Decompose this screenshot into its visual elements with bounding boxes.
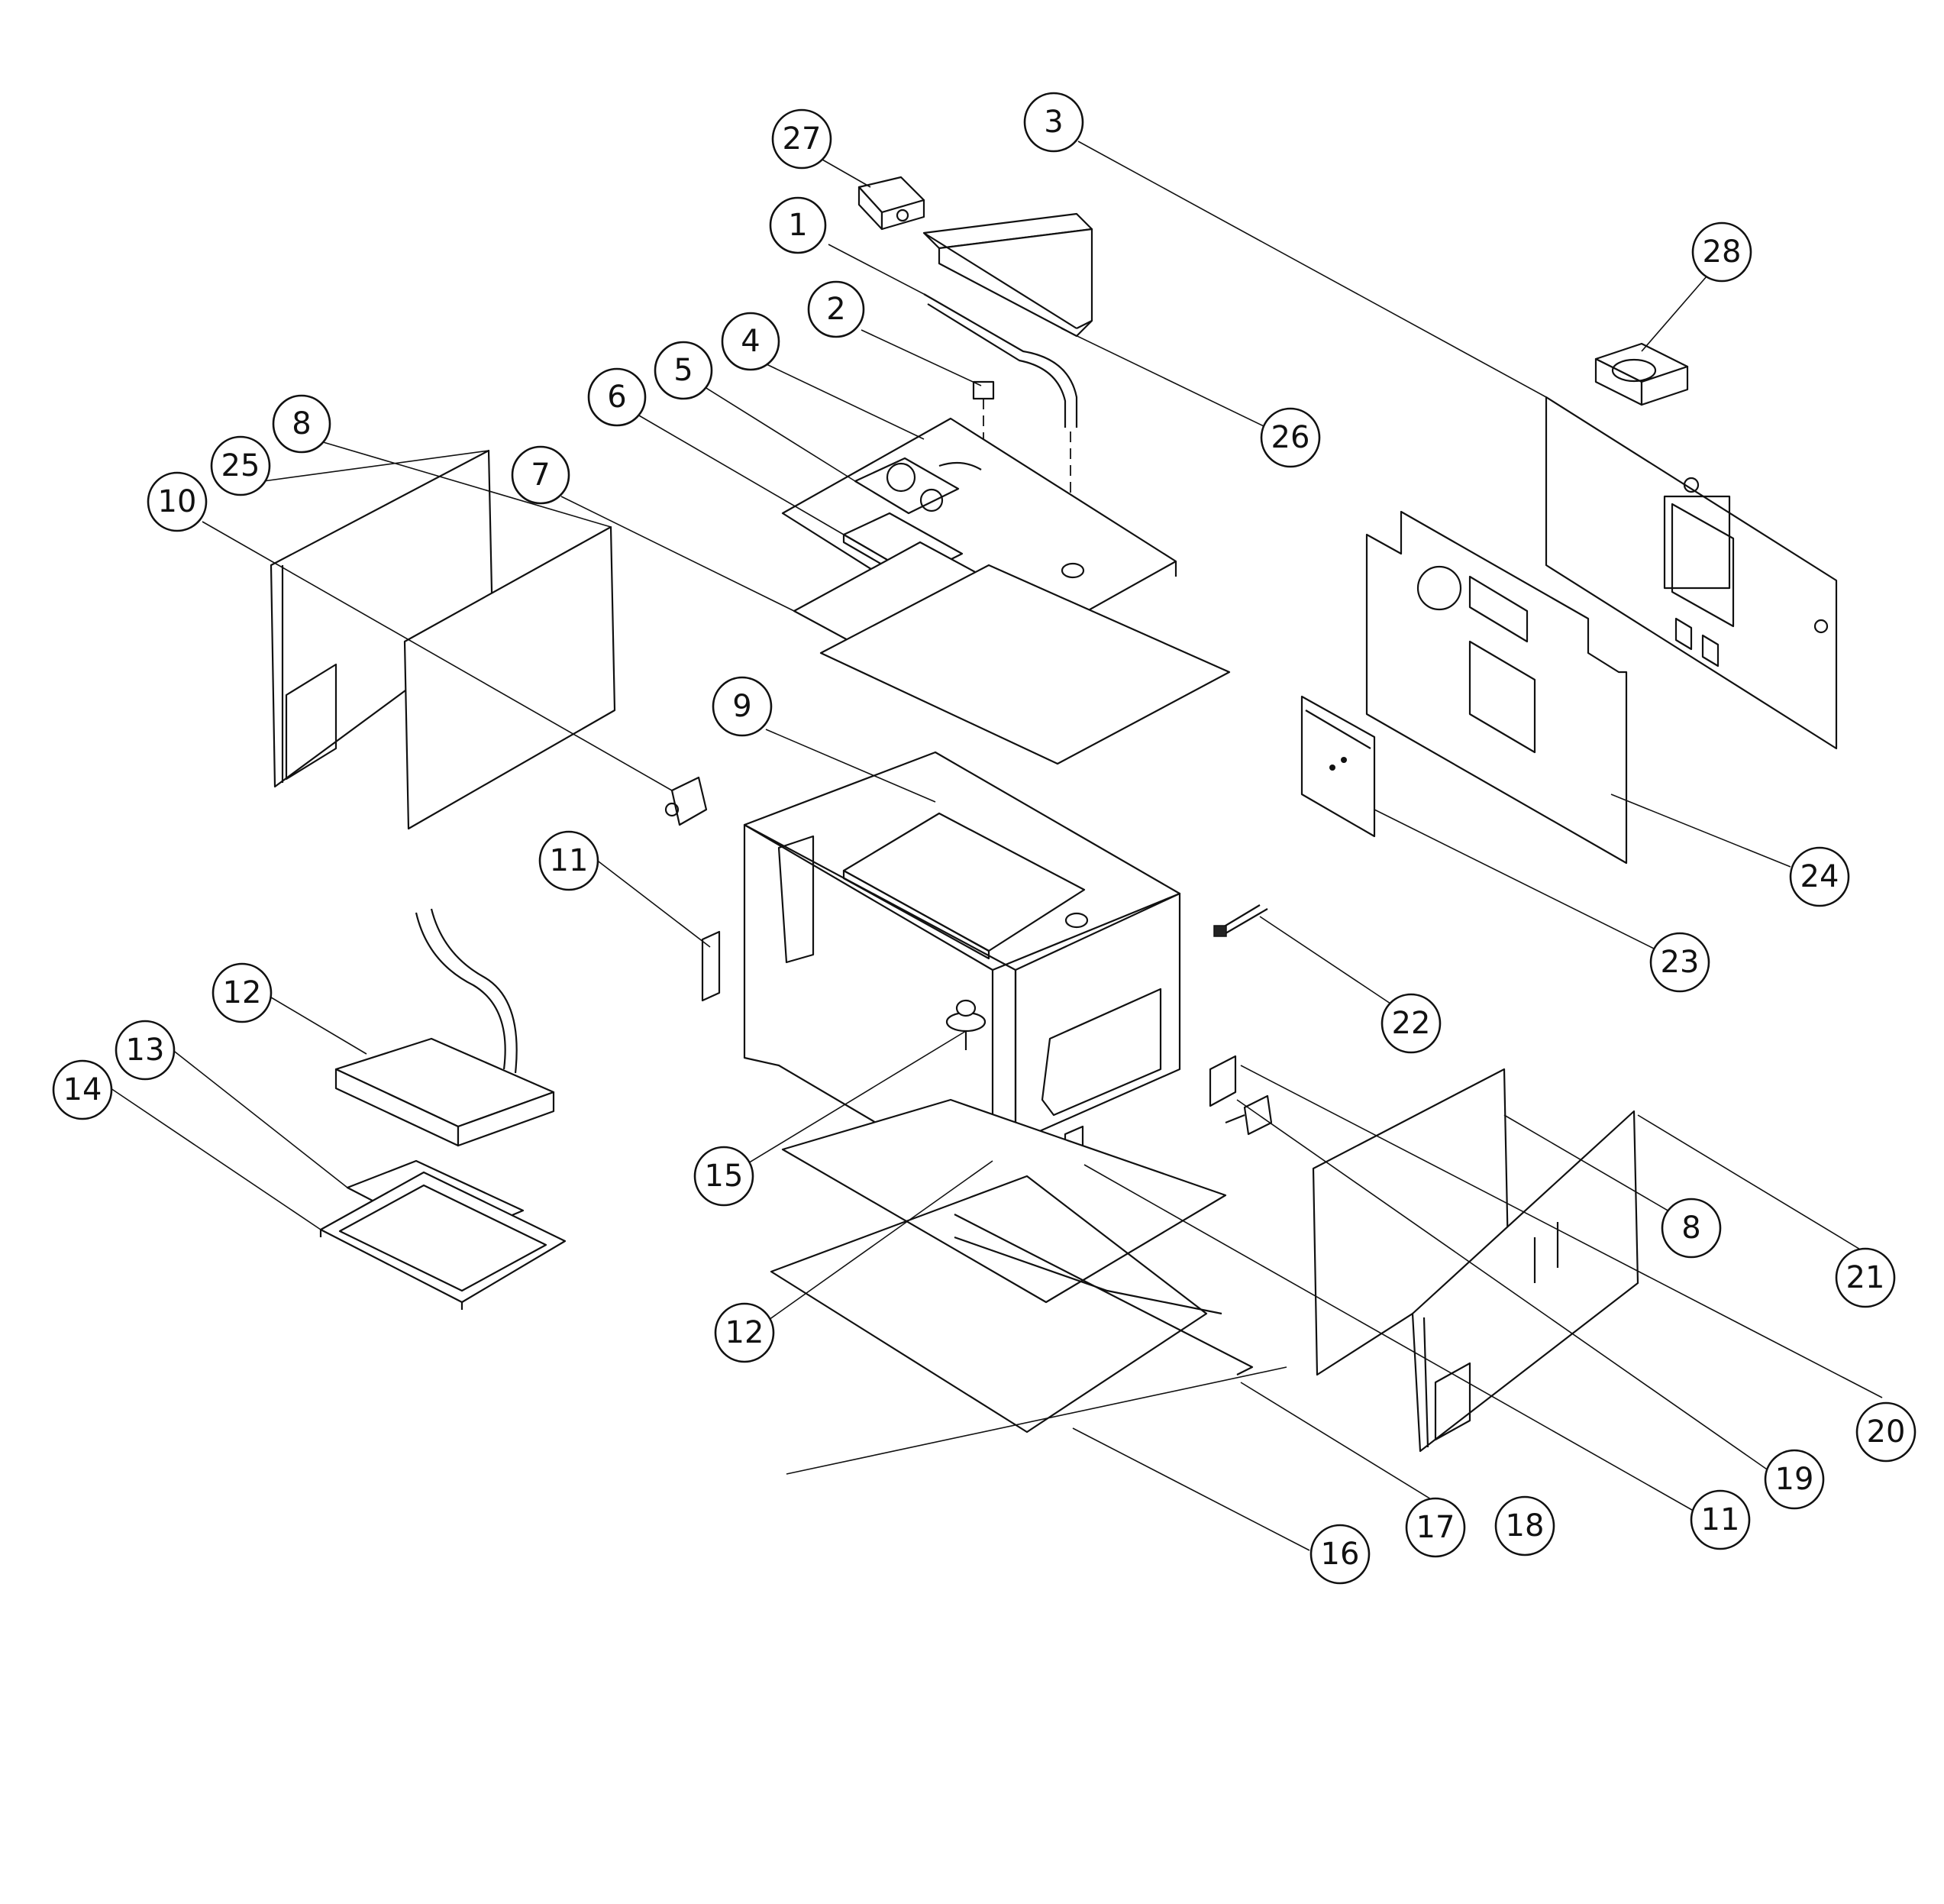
svg-text:21: 21 xyxy=(1846,1260,1885,1295)
part-15-connector xyxy=(945,999,987,1050)
callout-26: 26 xyxy=(1260,407,1321,468)
svg-text:16: 16 xyxy=(1321,1537,1360,1572)
svg-text:8: 8 xyxy=(1681,1211,1700,1246)
part-17-bottom-shield xyxy=(954,1236,1222,1315)
callout-13: 13 xyxy=(115,1020,176,1081)
callouts: 27 1 2 3 28 26 4 5 6 7 8 25 10 9 24 23 2… xyxy=(52,92,1917,1585)
svg-text:7: 7 xyxy=(531,457,550,493)
callout-28: 28 xyxy=(1691,221,1752,283)
part-14-door-frame xyxy=(319,1171,567,1310)
svg-text:22: 22 xyxy=(1392,1006,1431,1041)
part-3-rear-panel xyxy=(1545,396,1838,750)
svg-text:23: 23 xyxy=(1661,945,1700,980)
callout-25: 25 xyxy=(210,435,271,496)
svg-text:20: 20 xyxy=(1867,1414,1906,1450)
svg-text:9: 9 xyxy=(732,689,751,724)
svg-text:8: 8 xyxy=(292,406,311,441)
callout-18: 18 xyxy=(1494,1495,1555,1556)
svg-text:18: 18 xyxy=(1506,1508,1545,1544)
callout-12-bottom: 12 xyxy=(714,1302,775,1363)
callout-11-bottom: 11 xyxy=(1690,1489,1751,1550)
callout-1: 1 xyxy=(769,196,827,254)
svg-text:28: 28 xyxy=(1703,234,1742,270)
callout-27: 27 xyxy=(771,108,832,170)
svg-text:24: 24 xyxy=(1800,859,1839,894)
part-12-bottom-plate xyxy=(781,1098,1227,1304)
part-28-transformer xyxy=(1594,342,1689,406)
svg-text:27: 27 xyxy=(783,121,822,157)
callout-20: 20 xyxy=(1855,1401,1917,1463)
part-27-switch-box xyxy=(857,176,925,231)
callout-14: 14 xyxy=(52,1059,113,1120)
part-20-control-plate xyxy=(1209,1055,1237,1107)
svg-text:1: 1 xyxy=(788,208,807,243)
callout-8-top: 8 xyxy=(272,394,331,454)
callout-7: 7 xyxy=(511,445,570,505)
svg-text:26: 26 xyxy=(1271,420,1310,455)
part-8-left-insulation xyxy=(403,525,616,830)
part-23-bracket xyxy=(1300,695,1376,838)
part-24-front-panel xyxy=(1365,510,1628,865)
callout-16: 16 xyxy=(1309,1524,1371,1585)
svg-text:3: 3 xyxy=(1044,105,1063,140)
part-11-hinge-left xyxy=(701,930,721,1002)
svg-text:12: 12 xyxy=(725,1315,764,1350)
callout-4: 4 xyxy=(721,312,780,371)
callout-12-top: 12 xyxy=(212,962,273,1023)
part-9-oven-cavity xyxy=(743,751,1181,1193)
callout-15: 15 xyxy=(693,1146,754,1207)
callout-21: 21 xyxy=(1835,1247,1896,1308)
svg-text:15: 15 xyxy=(705,1159,744,1194)
callout-17: 17 xyxy=(1405,1497,1466,1558)
callout-6: 6 xyxy=(587,367,647,427)
part-7-insulation xyxy=(793,541,1231,765)
svg-text:14: 14 xyxy=(63,1072,102,1107)
callout-5: 5 xyxy=(654,341,713,400)
part-26-top-bar xyxy=(922,212,1093,338)
callout-8-bottom: 8 xyxy=(1661,1198,1722,1259)
part-18-bottom-sheet xyxy=(954,1214,1254,1375)
svg-text:2: 2 xyxy=(826,292,845,327)
part-10-switch xyxy=(664,776,708,826)
callout-23: 23 xyxy=(1649,932,1710,993)
part-22-wire xyxy=(1213,904,1268,937)
callout-2: 2 xyxy=(807,280,865,338)
part-16-bottom-panel xyxy=(770,1175,1208,1434)
svg-text:11: 11 xyxy=(1701,1502,1740,1537)
svg-text:10: 10 xyxy=(158,484,197,519)
svg-text:12: 12 xyxy=(223,975,262,1010)
callout-11-top: 11 xyxy=(538,830,599,891)
callout-3: 3 xyxy=(1023,92,1084,153)
svg-text:5: 5 xyxy=(673,353,693,388)
part-19-sensor xyxy=(1225,1094,1273,1136)
callout-22: 22 xyxy=(1380,993,1442,1054)
svg-text:6: 6 xyxy=(607,380,626,415)
svg-text:17: 17 xyxy=(1416,1510,1455,1545)
svg-text:13: 13 xyxy=(126,1033,165,1068)
svg-text:11: 11 xyxy=(550,843,589,878)
callout-24: 24 xyxy=(1789,846,1850,907)
callout-9: 9 xyxy=(712,676,773,737)
svg-text:25: 25 xyxy=(221,448,260,483)
leader-lines xyxy=(110,141,1883,1551)
svg-text:19: 19 xyxy=(1775,1462,1814,1497)
callout-10: 10 xyxy=(147,471,208,532)
callout-19: 19 xyxy=(1764,1449,1825,1510)
svg-text:4: 4 xyxy=(741,324,760,359)
part-12-heating-element xyxy=(334,908,555,1147)
part-5-motor-assembly xyxy=(854,457,982,515)
